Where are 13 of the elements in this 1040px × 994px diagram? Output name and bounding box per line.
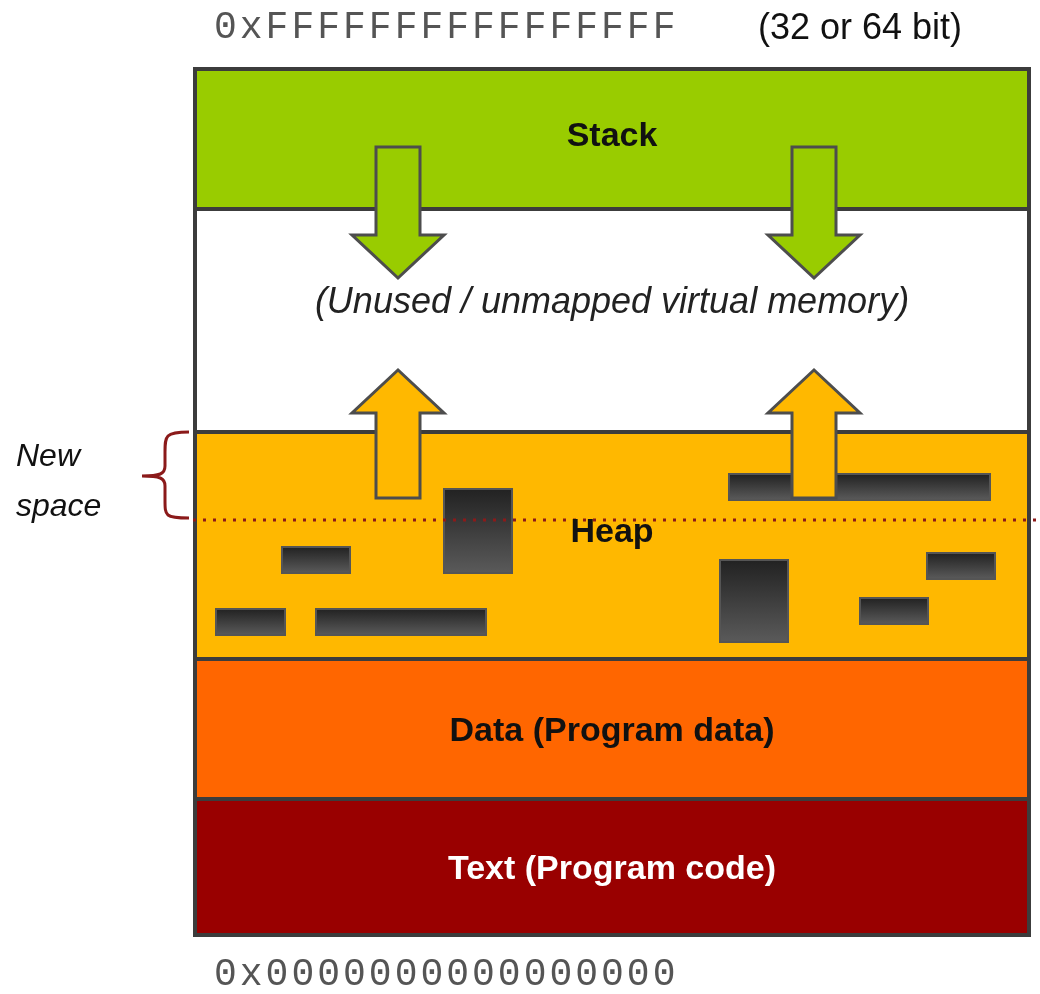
segment-label: (Unused / unmapped virtual memory) [314,279,910,322]
segment-label: Data (Program data) [449,709,775,749]
segment-label: Stack [566,114,658,154]
segment-label: Heap [570,511,654,550]
address-label: 0xFFFFFFFFFFFFFFFF [214,6,679,49]
bracket-label: New space [16,436,103,525]
block-arrow [348,145,448,281]
segment-label: Text (Program code) [447,847,777,887]
block-arrow [764,145,864,281]
address-label: 0x0000000000000000 [214,953,679,994]
block-arrow [348,367,448,500]
block-arrow [764,367,864,500]
note-label: (32 or 64 bit) [758,6,963,48]
